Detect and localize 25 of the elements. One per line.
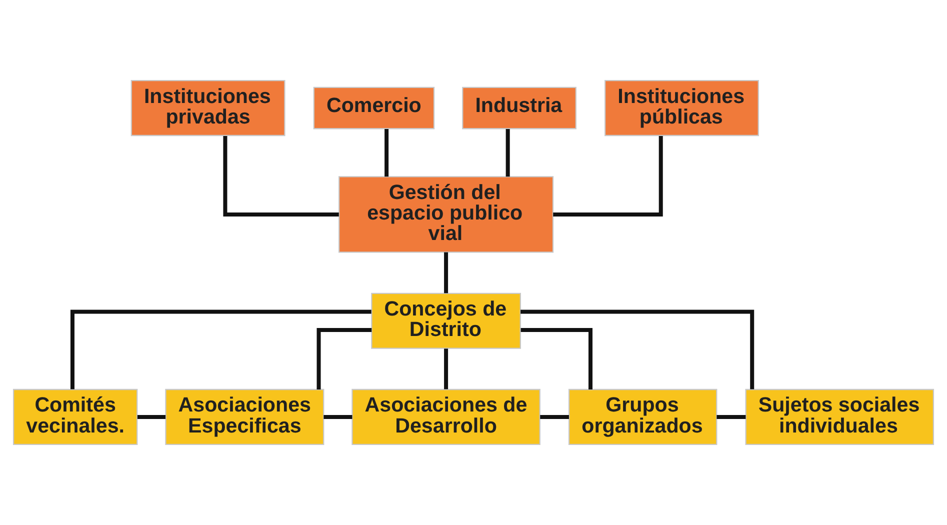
node-box: Comercio xyxy=(313,86,435,130)
node-box: Asociaciones de Desarrollo xyxy=(352,388,540,445)
connector xyxy=(540,414,569,419)
connector xyxy=(137,414,166,419)
connector xyxy=(506,129,510,177)
connector xyxy=(444,252,448,294)
node-box: Instituciones privadas xyxy=(130,80,286,136)
node-box: Industria xyxy=(462,86,576,130)
connector xyxy=(520,310,754,390)
node-box: Comités vecinales. xyxy=(12,388,138,445)
node-box: Concejos de Distrito xyxy=(371,292,521,349)
connector xyxy=(520,328,592,390)
connector xyxy=(223,136,339,216)
connector xyxy=(384,129,389,177)
connector xyxy=(444,348,448,390)
connector xyxy=(553,136,663,216)
node-box: Gestión del espacio publico vial xyxy=(338,176,554,253)
connector xyxy=(316,328,372,390)
node-box: Asociaciones Especificas xyxy=(165,388,324,445)
connector xyxy=(70,310,372,390)
node-box: Grupos organizados xyxy=(568,388,718,445)
connector xyxy=(716,414,746,419)
node-box: Sujetos sociales individuales xyxy=(745,388,934,445)
connector xyxy=(324,414,352,419)
node-box: Instituciones públicas xyxy=(604,80,759,136)
